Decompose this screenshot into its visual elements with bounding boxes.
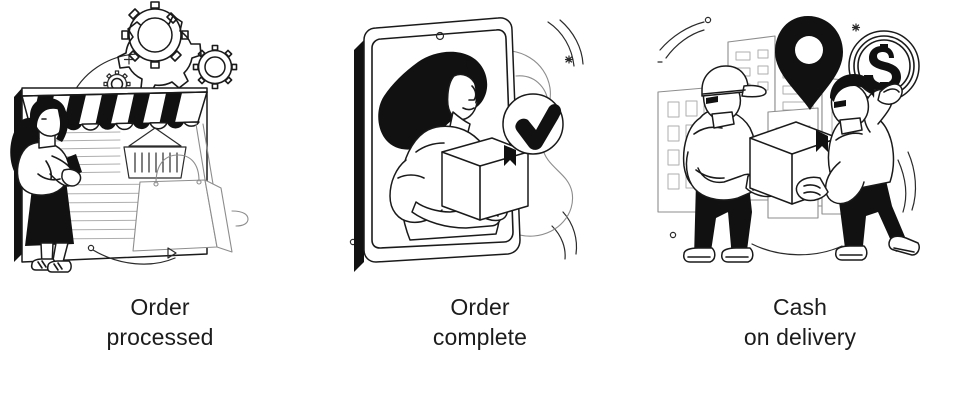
woman-with-phone [10, 97, 82, 273]
motion-arcs [657, 16, 712, 63]
shopping-bag [132, 154, 249, 253]
swoosh-arc-bottom [87, 244, 177, 265]
customer [795, 74, 920, 261]
sparkle-decoration [123, 54, 135, 65]
caption-line-2: processed [106, 324, 214, 350]
gear-medium [192, 44, 238, 90]
swoosh-arc-bottom [751, 243, 843, 256]
caption-line-1: Order [130, 294, 190, 320]
shopping-basket-icon [123, 127, 187, 179]
woman-holding-parcel [378, 51, 529, 241]
panel-caption: Order processed [10, 292, 310, 352]
check-mark-badge [502, 93, 564, 155]
motion-arcs-right [897, 151, 917, 213]
sparkle-decoration [564, 55, 574, 64]
dollar-sign [864, 44, 901, 91]
caption-line-2: on delivery [743, 324, 857, 350]
order-processed-illustration [0, 0, 320, 290]
panel-caption: Order complete [330, 292, 630, 352]
caption-line-2: complete [432, 324, 528, 350]
panel-caption: Cash on delivery [650, 292, 950, 352]
panel-cash-on-delivery: Cash on delivery [640, 0, 960, 411]
phone-camera-dot [435, 31, 445, 41]
caption-line-1: Order [450, 294, 510, 320]
caption-line-1: Cash [772, 294, 828, 320]
sparkle-decoration [851, 23, 861, 32]
parcel-box [441, 137, 529, 221]
panel-order-processed: Order processed [0, 0, 320, 411]
order-complete-illustration [320, 0, 640, 290]
cash-on-delivery-illustration [640, 0, 960, 290]
small-circle-decoration [669, 231, 677, 239]
gear-large [121, 1, 189, 69]
panel-order-complete: Order complete [320, 0, 640, 411]
motion-arcs [547, 19, 584, 260]
location-pin-icon [775, 16, 843, 110]
